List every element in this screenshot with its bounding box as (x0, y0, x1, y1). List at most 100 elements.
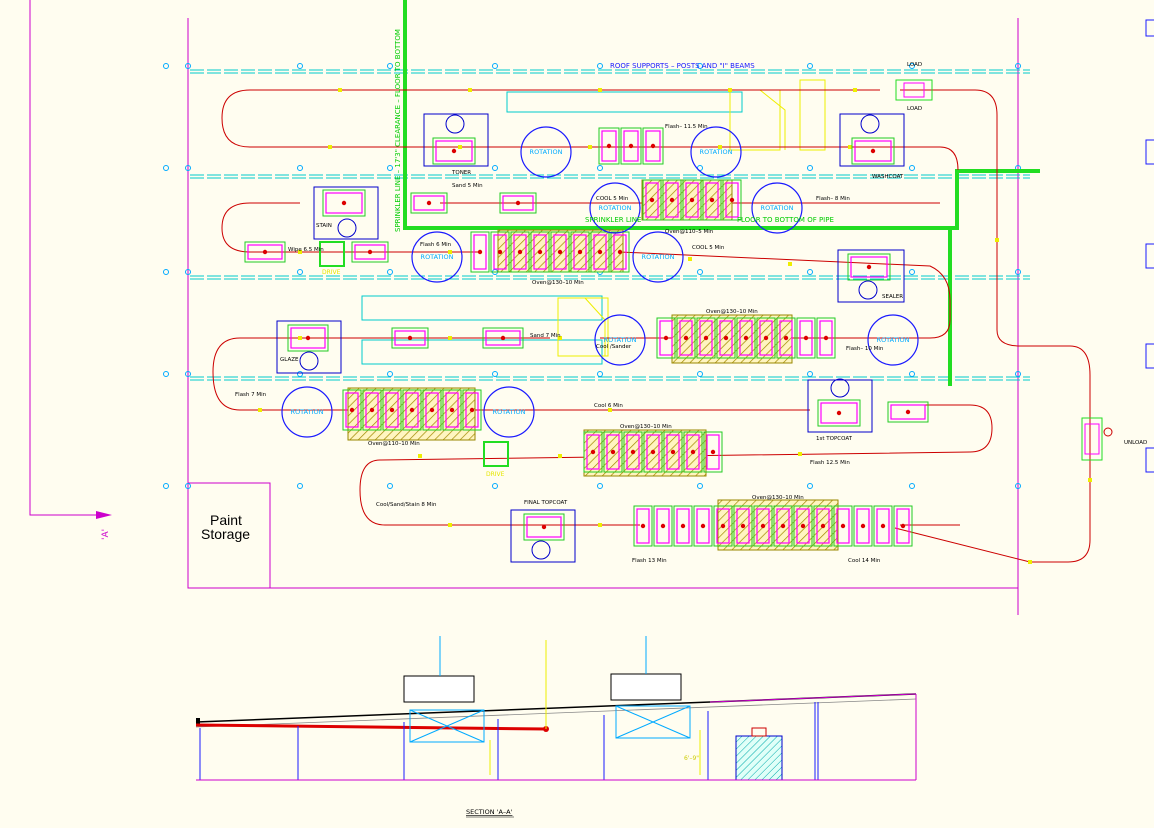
carrier (816, 317, 836, 359)
rotation-station: ROTATION (632, 231, 684, 283)
ductwork (361, 91, 743, 365)
rotation-label: ROTATION (421, 253, 454, 261)
carrier (550, 231, 570, 273)
carrier (676, 317, 696, 359)
carrier (598, 127, 620, 165)
oven-130-10-d (717, 499, 839, 551)
oven-130-10-b-label: Oven@130–10 Min (706, 309, 758, 315)
carrier (510, 231, 530, 273)
oven-110-5 (641, 179, 733, 221)
carrier (583, 431, 603, 473)
spray-booths (276, 113, 905, 563)
carrier (342, 389, 362, 431)
carrier (693, 505, 713, 547)
rotation-label: ROTATION (877, 336, 910, 344)
load-station (895, 79, 933, 101)
flash-7-label: Flash 7 Min (235, 392, 267, 398)
rotation-label: ROTATION (642, 253, 675, 261)
oven-130-10-d-label: Oven@130–10 Min (752, 495, 804, 501)
carrier (673, 505, 693, 547)
rotation-station: ROTATION (483, 386, 535, 438)
drive-1 (319, 241, 345, 267)
carrier (713, 505, 733, 547)
stain-label: STAIN (316, 223, 332, 229)
rotation-label: ROTATION (700, 148, 733, 156)
drive-units (319, 241, 509, 467)
carrier (847, 253, 891, 281)
first-topcoat-booth (807, 379, 873, 433)
carrier (623, 431, 643, 473)
section-title: SECTION 'A–A' (466, 808, 513, 816)
carrier (620, 127, 642, 165)
rotation-station: ROTATION (281, 386, 333, 438)
carrier (702, 179, 722, 221)
rotation-station: ROTATION (520, 126, 572, 178)
rotation-station: ROTATION (690, 126, 742, 178)
carrier (643, 431, 663, 473)
carrier (736, 317, 756, 359)
roof-supports-label: ROOF SUPPORTS – POSTS AND "I" BEAMS (610, 62, 755, 70)
carrier (391, 327, 429, 349)
carrier (642, 179, 662, 221)
carrier (887, 401, 929, 423)
plan-labels: ROOF SUPPORTS – POSTS AND "I" BEAMS SPRI… (101, 29, 1147, 564)
section-marker: 'A' (101, 529, 111, 540)
flash-12-5-label: Flash 12.5 Min (810, 460, 850, 466)
rotation-stations: ROTATION ROTATION ROTATION ROTATION ROTATION… (281, 126, 919, 438)
rotation-label: ROTATION (604, 336, 637, 344)
oven-110-10 (347, 387, 476, 441)
cool-14-label: Cool 14 Min (848, 558, 881, 564)
carrier (362, 389, 382, 431)
carrier (662, 179, 682, 221)
carrier (696, 317, 716, 359)
toner-booth (423, 113, 489, 167)
carrier (570, 231, 590, 273)
sealer-label: SEALER (882, 294, 903, 300)
carrier (422, 389, 442, 431)
carrier (683, 431, 703, 473)
carrier (482, 327, 524, 349)
washcoat-label: WASHCOAT (872, 174, 904, 180)
sand-5-label: Sand 5 Min (452, 183, 483, 189)
floor-to-bottom-label: FLOOR TO BOTTOM OF PIPE (737, 216, 834, 224)
stain-booth (313, 186, 379, 240)
oven-110-5-label: Oven@110–5 Min (665, 229, 714, 235)
sprinkler-vertical-label: SPRINKLER LINE – 17'3" CLEARANCE – FLOOR… (394, 29, 402, 232)
rotation-station: ROTATION (867, 314, 919, 366)
rotation-label: ROTATION (493, 408, 526, 416)
carrier (893, 505, 913, 547)
load-unload (895, 79, 1113, 461)
first-topcoat-label: 1st TOPCOAT (816, 436, 853, 442)
carrier (499, 192, 537, 214)
carrier (703, 431, 723, 473)
carrier (287, 324, 329, 352)
conveyor-carriers (244, 127, 929, 547)
carrier (442, 389, 462, 431)
glaze-booth (276, 320, 342, 374)
carrier (851, 137, 895, 165)
carrier (813, 505, 833, 547)
carrier (776, 317, 796, 359)
carrier (590, 231, 610, 273)
carrier (351, 241, 389, 263)
unload-label: UNLOAD (1124, 440, 1147, 446)
washcoat-booth (839, 113, 905, 167)
carrier (817, 399, 861, 427)
load-label: LOAD (907, 106, 922, 112)
carrier (530, 231, 550, 273)
carrier (663, 431, 683, 473)
carrier (656, 317, 676, 359)
cool-sand-label: Cool /Sander (596, 344, 632, 350)
final-topcoat-booth (510, 509, 576, 563)
sealer-booth (837, 249, 905, 303)
carrier (853, 505, 873, 547)
rotation-station: ROTATION (589, 182, 641, 234)
carrier (402, 389, 422, 431)
rotation-label: ROTATION (599, 204, 632, 212)
carrier (682, 179, 702, 221)
carrier (756, 317, 776, 359)
carrier (432, 137, 476, 165)
dim-6-9-label: 6'–9" (684, 755, 699, 762)
rotation-station: ROTATION (411, 231, 463, 283)
